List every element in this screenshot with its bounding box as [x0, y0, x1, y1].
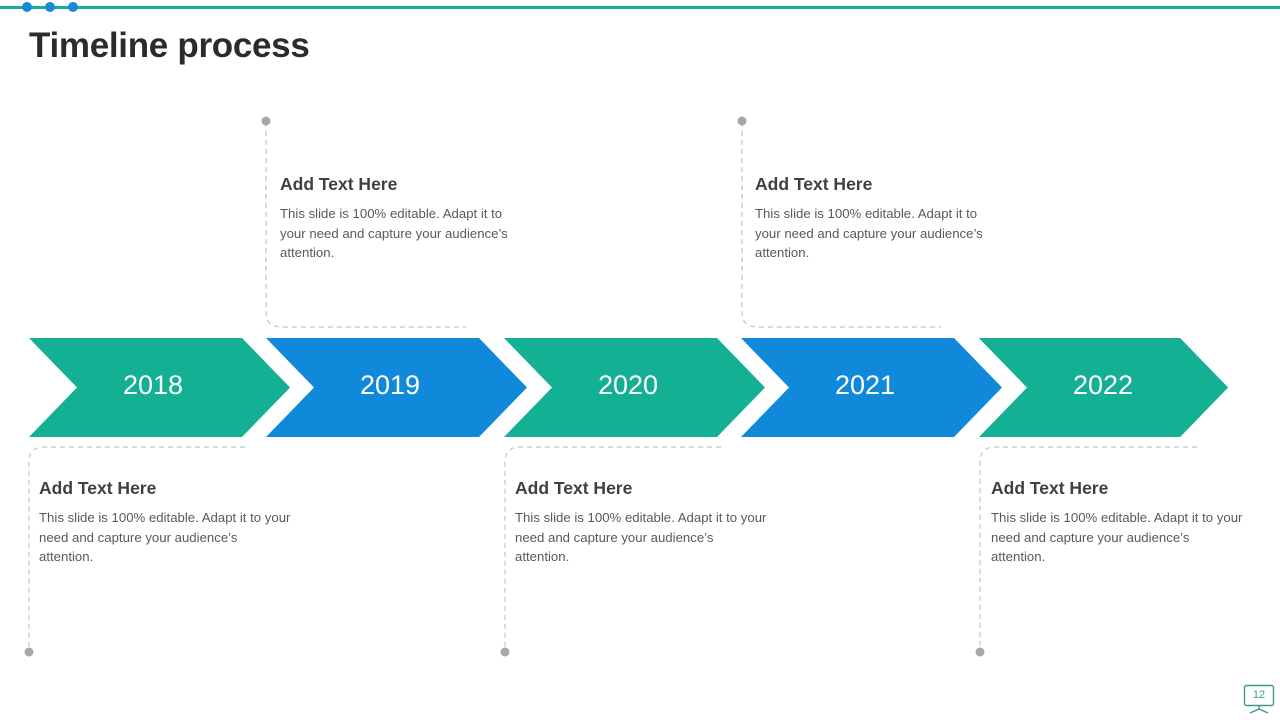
text-block-body: This slide is 100% editable. Adapt it to… — [515, 510, 767, 564]
text-block-bottom-1: Add Text Here This slide is 100% editabl… — [39, 478, 291, 567]
page-title: Timeline process — [29, 26, 310, 65]
text-block-top-2: Add Text Here This slide is 100% editabl… — [755, 174, 1005, 263]
text-block-heading: Add Text Here — [515, 478, 633, 498]
year-label-2022: 2022 — [1072, 370, 1134, 400]
year-label-2020: 2020 — [597, 370, 659, 400]
year-label-2018: 2018 — [122, 370, 184, 400]
accent-dot — [45, 2, 55, 12]
chevron-step-2022-body[interactable] — [979, 338, 1228, 437]
page-number-text: 12 — [1252, 689, 1266, 701]
chevron-step-2018[interactable] — [29, 338, 290, 437]
accent-dot — [68, 2, 78, 12]
page-number-badge[interactable]: 12 — [1243, 684, 1275, 714]
text-block-body: This slide is 100% editable. Adapt it to… — [280, 206, 508, 260]
year-label-2021: 2021 — [834, 370, 896, 400]
chevron-step-2020[interactable] — [504, 338, 765, 437]
text-block-heading: Add Text Here — [755, 174, 873, 194]
text-block-bottom-3: Add Text Here This slide is 100% editabl… — [991, 478, 1243, 567]
text-block-body: This slide is 100% editable. Adapt it to… — [39, 510, 291, 564]
text-block-heading: Add Text Here — [991, 478, 1109, 498]
year-label-2019: 2019 — [359, 370, 421, 400]
presentation-board-icon — [1243, 684, 1275, 714]
text-block-body: This slide is 100% editable. Adapt it to… — [755, 206, 983, 260]
chevron-step-2021[interactable] — [741, 338, 1002, 437]
text-block-heading: Add Text Here — [39, 478, 157, 498]
text-block-body: This slide is 100% editable. Adapt it to… — [991, 510, 1243, 564]
chevron-step-2019[interactable] — [266, 338, 527, 437]
text-block-bottom-2: Add Text Here This slide is 100% editabl… — [515, 478, 767, 567]
accent-dot — [22, 2, 32, 12]
top-accent-rule — [0, 6, 1280, 9]
text-block-heading: Add Text Here — [280, 174, 398, 194]
text-block-top-1: Add Text Here This slide is 100% editabl… — [280, 174, 530, 263]
top-accent-dots — [22, 2, 84, 13]
